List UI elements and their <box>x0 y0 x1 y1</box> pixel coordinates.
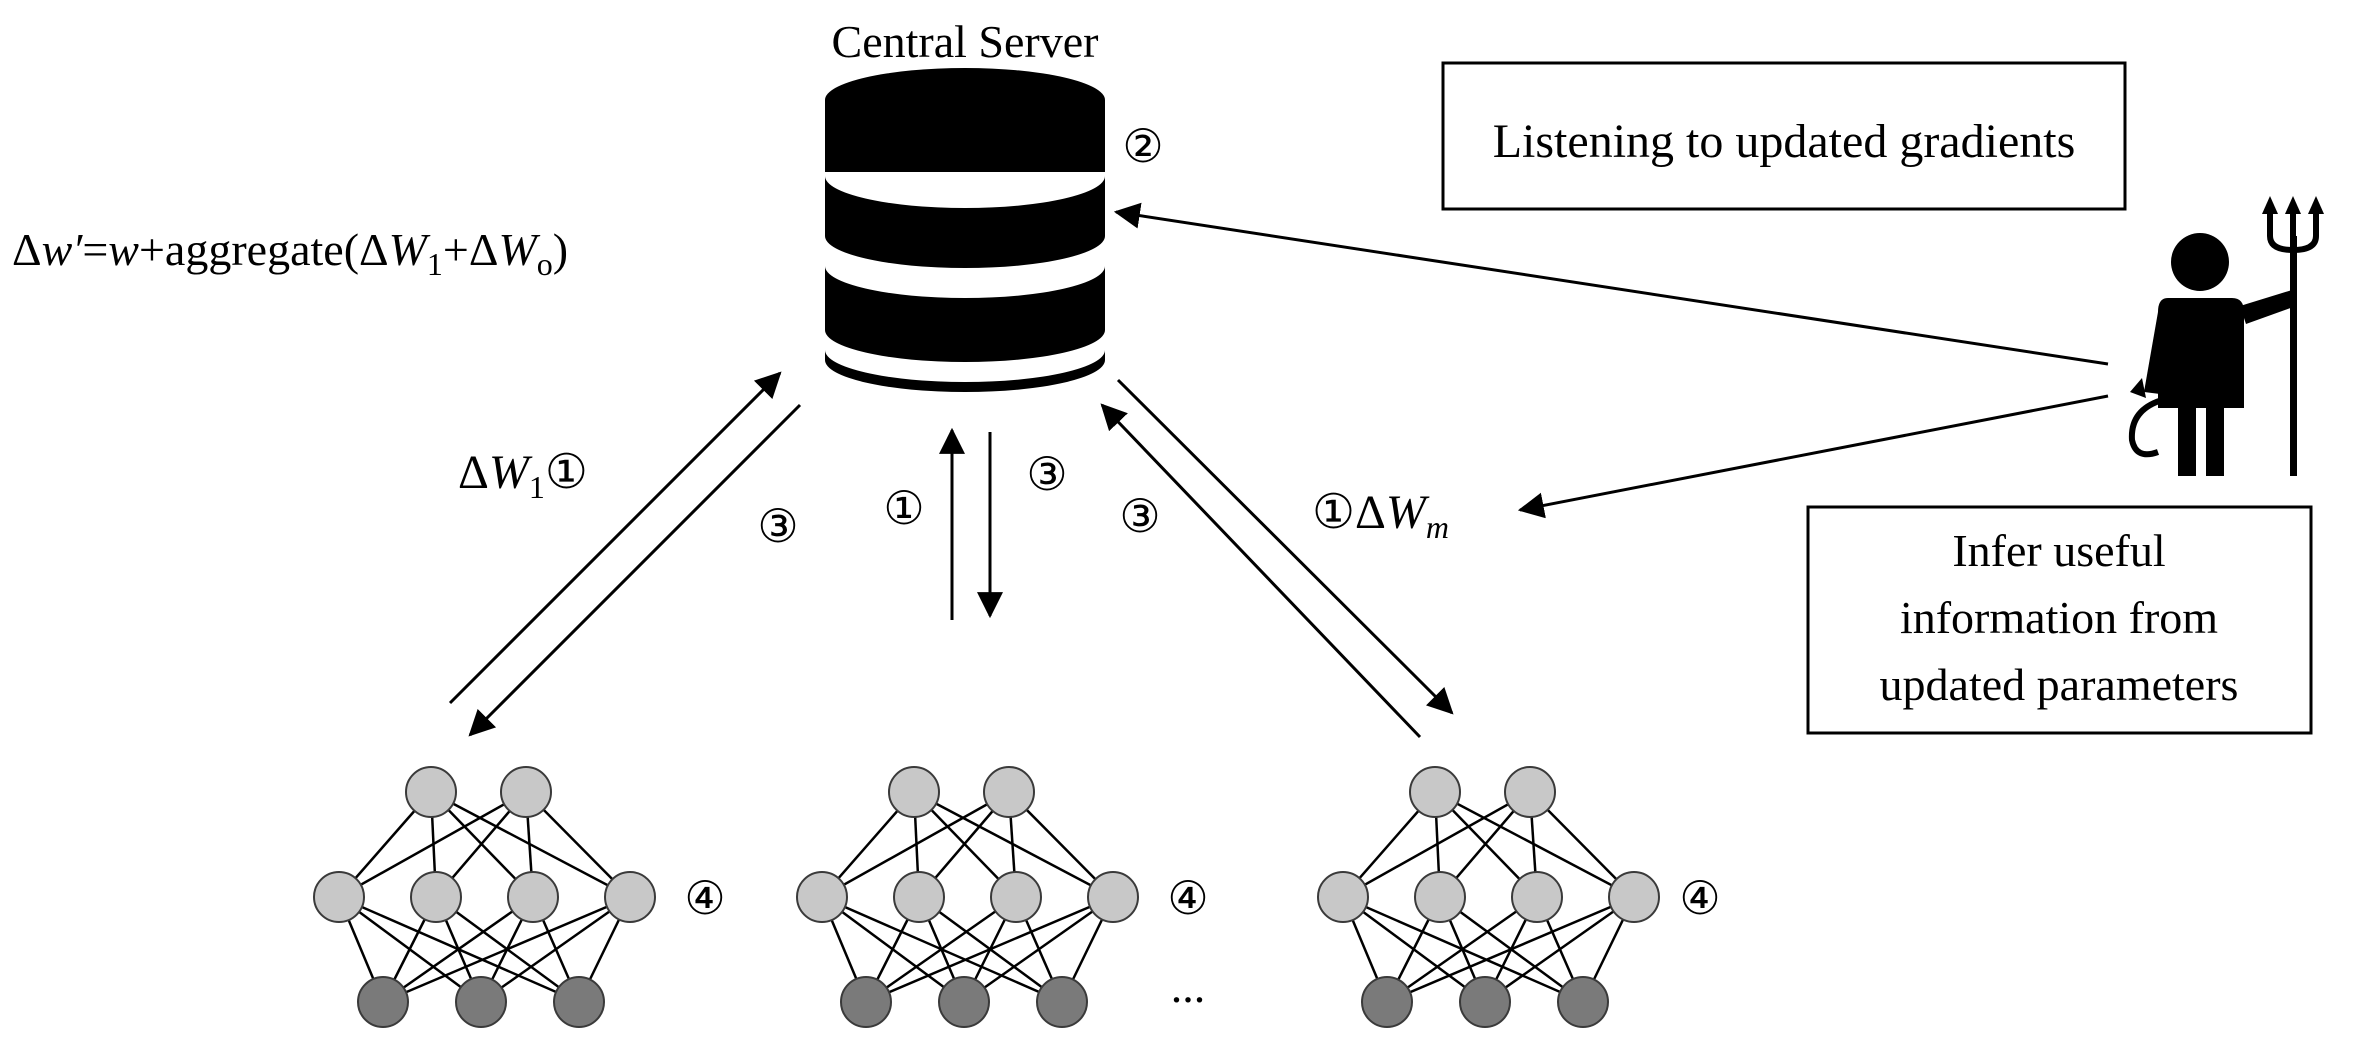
network-edge <box>963 895 1114 1004</box>
left-upload-marker: ① <box>545 446 588 499</box>
clients-layer <box>313 766 1660 1028</box>
network-node-output <box>455 976 507 1028</box>
database-icon <box>825 68 1105 392</box>
infer-line-2: information from <box>1900 592 2218 643</box>
listening-text: Listening to updated gradients <box>1493 115 2076 168</box>
attacker-to-server-arrow <box>1113 202 2109 366</box>
server-step-marker: ② <box>1122 121 1163 172</box>
network-node-hidden <box>796 871 848 923</box>
right-upload-W: W <box>1386 486 1430 539</box>
formula-aggregate: +aggregate(Δ <box>139 224 389 275</box>
formula-W1: W <box>389 224 431 275</box>
listening-box: Listening to updated gradients <box>1441 61 2127 211</box>
network-edge <box>1484 895 1635 1004</box>
client-step-marker: ④ <box>1167 873 1208 924</box>
network-node-input <box>405 766 457 818</box>
right-download-label: ③ <box>1119 491 1160 542</box>
client-network <box>313 766 656 1028</box>
network-node-input <box>1409 766 1461 818</box>
network-node-hidden <box>893 871 945 923</box>
network-node-output <box>938 976 990 1028</box>
left-upload-delta: Δ <box>458 446 489 499</box>
formula-w: w <box>108 224 139 275</box>
left-download-arrow <box>468 403 802 737</box>
network-node-hidden <box>604 871 656 923</box>
server-title: Central Server <box>832 16 1099 67</box>
client-step-marker: ④ <box>1679 873 1720 924</box>
network-node-input <box>888 766 940 818</box>
formula-plus-delta: +Δ <box>443 224 499 275</box>
network-node-hidden <box>1511 871 1563 923</box>
client-network <box>1317 766 1660 1028</box>
network-node-hidden <box>990 871 1042 923</box>
network-edge <box>865 895 1017 1004</box>
network-node-hidden <box>1608 871 1660 923</box>
network-edge <box>1386 895 1635 1004</box>
formula-sub-o: o <box>537 246 553 282</box>
network-edge <box>382 895 631 1004</box>
network-node-hidden <box>1087 871 1139 923</box>
network-edge <box>338 790 527 899</box>
formula-delta: Δ <box>12 224 42 275</box>
network-edge <box>382 895 534 1004</box>
network-node-input <box>500 766 552 818</box>
network-node-hidden <box>1317 871 1369 923</box>
more-clients-ellipsis: ... <box>1171 961 1206 1012</box>
network-node-hidden <box>313 871 365 923</box>
formula-sub-1: 1 <box>427 246 443 282</box>
middle-download-label: ③ <box>1026 449 1067 500</box>
network-node-output <box>553 976 605 1028</box>
left-upload-sub: 1 <box>529 469 545 505</box>
right-upload-sub: m <box>1426 509 1449 545</box>
attacker-to-upload-arrow <box>1517 394 2109 519</box>
right-upload-marker: ① <box>1312 486 1355 539</box>
network-node-input <box>983 766 1035 818</box>
infer-line-1: Infer useful <box>1952 525 2165 576</box>
network-node-hidden <box>410 871 462 923</box>
left-upload-arrow <box>448 371 782 705</box>
right-upload-delta: Δ <box>1355 486 1386 539</box>
middle-upload-label: ① <box>883 483 924 534</box>
network-node-output <box>357 976 409 1028</box>
network-node-hidden <box>507 871 559 923</box>
network-node-output <box>1459 976 1511 1028</box>
client-step-marker: ④ <box>684 873 725 924</box>
infer-line-3: updated parameters <box>1880 659 2239 710</box>
network-edge <box>821 790 1010 899</box>
network-node-output <box>840 976 892 1028</box>
right-download-arrow <box>1116 378 1454 715</box>
devil-with-trident-icon <box>2128 196 2324 476</box>
left-upload-label: ΔW1① <box>458 446 588 505</box>
network-edge <box>1386 895 1538 1004</box>
infer-box: Infer useful information from updated pa… <box>1806 505 2313 735</box>
network-node-output <box>1036 976 1088 1028</box>
network-node-input <box>1504 766 1556 818</box>
network-edge <box>1342 790 1531 899</box>
right-upload-label: ①ΔWm <box>1312 486 1449 545</box>
left-download-label: ③ <box>757 501 798 552</box>
right-upload-arrow <box>1100 403 1422 739</box>
network-edge <box>480 895 631 1004</box>
formula-equals: = <box>82 224 108 275</box>
formula-w-prime: w′ <box>42 224 84 275</box>
network-node-output <box>1361 976 1413 1028</box>
formula-Wo: W <box>498 224 540 275</box>
network-node-hidden <box>1414 871 1466 923</box>
client-network <box>796 766 1139 1028</box>
network-node-output <box>1557 976 1609 1028</box>
formula-close: ) <box>553 224 568 275</box>
aggregation-formula: Δw′=w+aggregate(ΔW1+ΔWo) <box>12 224 568 282</box>
network-edge <box>865 895 1114 1004</box>
left-upload-W: W <box>489 446 533 499</box>
